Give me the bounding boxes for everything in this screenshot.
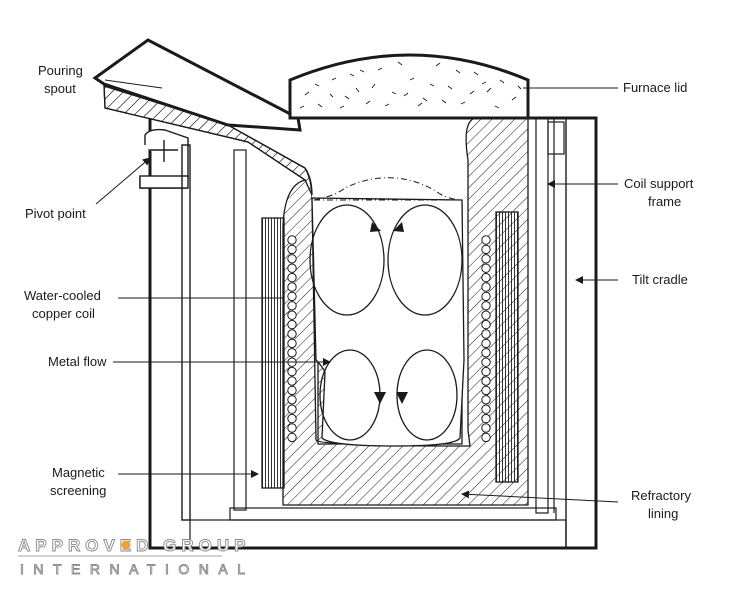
coil-turn-right bbox=[481, 319, 491, 330]
copper-coil-right bbox=[495, 211, 519, 483]
approved-group-logo: APPROVED GROUP INTERNATIONAL bbox=[18, 536, 254, 578]
copper-coil-left bbox=[261, 217, 285, 489]
coil-turn-right bbox=[481, 263, 491, 273]
coil-turn-right bbox=[481, 272, 491, 283]
label-pouring-spout-line1: Pouring bbox=[38, 63, 83, 78]
coil-turn-left bbox=[287, 385, 297, 396]
logo-line2: INTERNATIONAL bbox=[20, 561, 254, 577]
label-tilt-cradle: Tilt cradle bbox=[632, 272, 688, 287]
coil-turn-left bbox=[287, 319, 297, 330]
coil-turn-left bbox=[287, 263, 297, 273]
coil-turn-right bbox=[481, 235, 491, 245]
coil-turn-left bbox=[287, 291, 297, 302]
coil-turn-right bbox=[481, 366, 491, 377]
labels: Pouring spout Pivot point Water-cooled c… bbox=[24, 63, 694, 521]
coil-turn-left bbox=[287, 310, 297, 320]
coil-turn-right bbox=[481, 244, 491, 255]
coil-turn-right bbox=[481, 395, 491, 405]
coil-turn-right bbox=[481, 432, 491, 443]
label-refractory-lining-line1: Refractory bbox=[631, 488, 691, 503]
logo-line1: APPROVED GROUP bbox=[18, 536, 250, 555]
coil-turn-left bbox=[287, 244, 297, 255]
coil-turn-right bbox=[481, 413, 491, 424]
coil-turn-right bbox=[481, 301, 491, 311]
coil-turn-left bbox=[287, 235, 297, 245]
coil-turn-right bbox=[481, 385, 491, 396]
coil-turn-right bbox=[481, 338, 491, 349]
label-refractory-lining-line2: lining bbox=[648, 506, 678, 521]
flow-arrowheads bbox=[370, 222, 408, 404]
coil-turn-left bbox=[287, 432, 297, 443]
coil-turn-left bbox=[287, 254, 297, 264]
label-magnetic-screening-line2: screening bbox=[50, 483, 106, 498]
leader-lines bbox=[95, 79, 619, 503]
furnace-lid bbox=[288, 53, 530, 120]
label-coil-support-frame-line1: Coil support bbox=[624, 176, 694, 191]
label-copper-coil-line1: Water-cooled bbox=[24, 288, 101, 303]
coil-turn-left bbox=[287, 272, 297, 283]
label-pivot-point: Pivot point bbox=[25, 206, 86, 221]
metal-flow-loops bbox=[309, 204, 463, 441]
coil-turn-left bbox=[287, 404, 297, 414]
label-pouring-spout-line2: spout bbox=[44, 81, 76, 96]
coil-turn-left bbox=[287, 301, 297, 311]
coil-turn-left bbox=[287, 348, 297, 358]
coil-turn-left bbox=[287, 376, 297, 386]
pouring-spout bbox=[92, 38, 313, 196]
coil-turn-left bbox=[287, 329, 297, 339]
coil-turn-right bbox=[481, 291, 491, 302]
coil-turn-left bbox=[287, 282, 297, 292]
coil-turn-left bbox=[287, 423, 297, 433]
label-metal-flow: Metal flow bbox=[48, 354, 107, 369]
coil-turn-left bbox=[287, 366, 297, 377]
coil-turn-left bbox=[287, 338, 297, 349]
coil-turn-right bbox=[481, 376, 491, 386]
coil-turn-left bbox=[287, 413, 297, 424]
logo-accent-mark bbox=[121, 540, 131, 550]
pivot-bracket bbox=[139, 128, 191, 521]
coil-turn-right bbox=[481, 404, 491, 414]
label-copper-coil-line2: copper coil bbox=[32, 306, 95, 321]
coil-turn-right bbox=[481, 329, 491, 339]
coil-turn-right bbox=[481, 357, 491, 367]
coil-turn-left bbox=[287, 395, 297, 405]
coil-turn-right bbox=[481, 282, 491, 292]
coil-turn-right bbox=[481, 310, 491, 320]
label-magnetic-screening-line1: Magnetic bbox=[52, 465, 105, 480]
coil-turn-right bbox=[481, 254, 491, 264]
coil-turn-right bbox=[481, 423, 491, 433]
coil-turn-right bbox=[481, 348, 491, 358]
label-furnace-lid: Furnace lid bbox=[623, 80, 687, 95]
coil-turns bbox=[287, 235, 491, 443]
refractory-lining bbox=[103, 83, 529, 506]
label-coil-support-frame-line2: frame bbox=[648, 194, 681, 209]
